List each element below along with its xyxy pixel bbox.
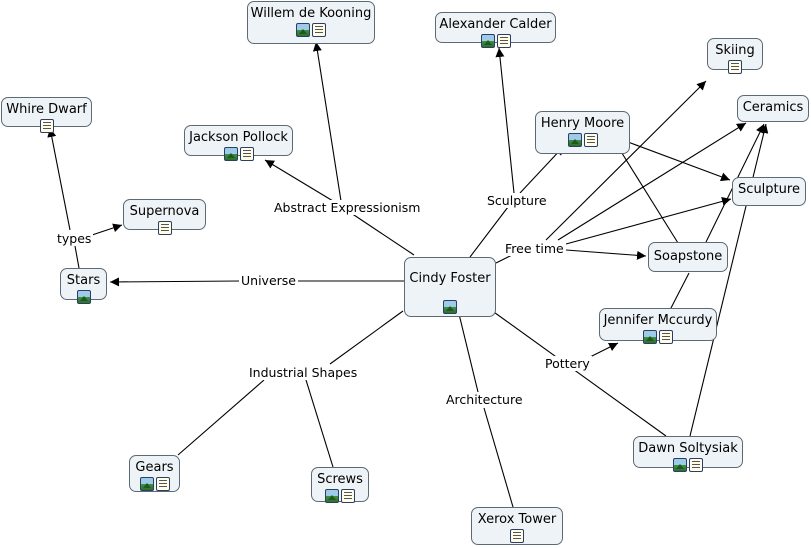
edge-mccurdy-soapstone bbox=[670, 272, 690, 309]
link-free-time: Free time bbox=[503, 241, 566, 256]
image-icon[interactable] bbox=[443, 300, 457, 314]
edge-stars-types bbox=[74, 245, 80, 269]
concept-node-cindy-foster[interactable]: Cindy Foster bbox=[404, 257, 496, 317]
concept-label: Willem de Kooning bbox=[250, 6, 372, 21]
concept-node-henry-moore[interactable]: Henry Moore bbox=[535, 111, 630, 154]
document-icon[interactable] bbox=[728, 60, 742, 74]
concept-label: Jackson Pollock bbox=[189, 130, 288, 145]
edge-types-whire bbox=[47, 127, 71, 231]
concept-label: Ceramics bbox=[742, 100, 804, 115]
edge-abstract-willem bbox=[312, 41, 342, 202]
link-types: types bbox=[55, 231, 94, 246]
document-icon[interactable] bbox=[341, 489, 355, 503]
concept-label: Whire Dwarf bbox=[6, 102, 87, 117]
concept-label: Screws bbox=[317, 472, 363, 487]
edge-industrial-gears bbox=[177, 379, 265, 456]
concept-label: Henry Moore bbox=[540, 116, 625, 131]
edge-freetime-soapstone bbox=[565, 249, 647, 260]
edge-cindy-sculpture bbox=[469, 206, 509, 258]
concept-node-alexander-calder[interactable]: Alexander Calder bbox=[435, 12, 556, 48]
concept-label: Soapstone bbox=[653, 249, 723, 264]
concept-node-gears[interactable]: Gears bbox=[129, 455, 180, 492]
concept-label: Skiing bbox=[715, 43, 755, 58]
document-icon[interactable] bbox=[583, 133, 598, 147]
concept-label: Xerox Tower bbox=[477, 512, 557, 527]
edge-freetime-sculpture bbox=[565, 197, 732, 245]
image-icon[interactable] bbox=[296, 23, 310, 37]
concept-node-ceramics[interactable]: Ceramics bbox=[737, 95, 809, 122]
edge-soltysiak-cindy bbox=[490, 309, 667, 437]
link-universe: Universe bbox=[239, 273, 298, 288]
concept-label: Alexander Calder bbox=[439, 17, 552, 32]
edge-industrial-screws bbox=[305, 379, 334, 468]
link-pottery: Pottery bbox=[543, 356, 592, 371]
concept-node-xerox-tower[interactable]: Xerox Tower bbox=[471, 507, 563, 545]
document-icon[interactable] bbox=[659, 330, 673, 344]
edge-cindy-architecture bbox=[458, 313, 479, 393]
concept-node-dawn-soltysiak[interactable]: Dawn Soltysiak bbox=[633, 436, 743, 472]
image-icon[interactable] bbox=[480, 34, 495, 48]
concept-node-soapstone[interactable]: Soapstone bbox=[648, 242, 728, 272]
concept-node-whire-dwarf[interactable]: Whire Dwarf bbox=[1, 97, 92, 133]
image-icon[interactable] bbox=[673, 458, 687, 472]
image-icon[interactable] bbox=[643, 330, 657, 344]
link-abstract-expressionism: Abstract Expressionism bbox=[272, 200, 423, 215]
edge-pottery-mccurdy bbox=[589, 342, 619, 358]
edge-moore-soapstone bbox=[619, 149, 679, 244]
edge-types-supernova bbox=[91, 223, 123, 236]
edge-sculpture-calder bbox=[495, 47, 515, 194]
concept-node-supernova[interactable]: Supernova bbox=[123, 199, 206, 235]
document-icon[interactable] bbox=[155, 477, 170, 491]
concept-label: Supernova bbox=[129, 204, 200, 219]
edge-architecture-xerox bbox=[483, 407, 514, 508]
link-architecture: Architecture bbox=[444, 392, 525, 407]
document-icon[interactable] bbox=[39, 119, 54, 133]
document-icon[interactable] bbox=[157, 221, 172, 235]
document-icon[interactable] bbox=[239, 147, 254, 161]
document-icon[interactable] bbox=[312, 23, 326, 37]
edge-soltysiak-ceramics bbox=[689, 123, 769, 437]
concept-node-willem-de-kooning[interactable]: Willem de Kooning bbox=[247, 1, 375, 44]
edge-cindy-abstract bbox=[344, 208, 415, 256]
concept-node-screws[interactable]: Screws bbox=[311, 467, 369, 503]
concept-node-skiing[interactable]: Skiing bbox=[707, 38, 763, 74]
document-icon[interactable] bbox=[689, 458, 703, 472]
image-icon[interactable] bbox=[223, 147, 238, 161]
concept-node-sculpture[interactable]: Sculpture bbox=[732, 177, 806, 206]
edge-universe-stars bbox=[109, 277, 241, 287]
link-sculpture: Sculpture bbox=[485, 193, 549, 208]
concept-label: Dawn Soltysiak bbox=[638, 441, 738, 456]
link-industrial-shapes: Industrial Shapes bbox=[247, 365, 360, 380]
document-icon[interactable] bbox=[496, 34, 511, 48]
concept-label: Jennifer Mccurdy bbox=[603, 313, 713, 328]
image-icon[interactable] bbox=[76, 290, 91, 304]
concept-label: Cindy Foster bbox=[409, 271, 491, 286]
document-icon[interactable] bbox=[510, 529, 524, 543]
image-icon[interactable] bbox=[567, 133, 582, 147]
image-icon[interactable] bbox=[139, 477, 154, 491]
concept-label: Gears bbox=[135, 460, 174, 475]
concept-node-jackson-pollock[interactable]: Jackson Pollock bbox=[184, 125, 293, 161]
edge-freetime-ceramics bbox=[557, 122, 747, 241]
concept-label: Sculpture bbox=[738, 182, 800, 197]
edge-abstract-pollock bbox=[264, 159, 334, 202]
image-icon[interactable] bbox=[325, 489, 339, 503]
concept-label: Stars bbox=[66, 273, 101, 288]
concept-node-jennifer-mccurdy[interactable]: Jennifer Mccurdy bbox=[599, 308, 717, 344]
edge-moore-sculpture bbox=[627, 141, 731, 182]
edge-cindy-industrial bbox=[329, 310, 404, 365]
concept-node-stars[interactable]: Stars bbox=[60, 268, 107, 304]
